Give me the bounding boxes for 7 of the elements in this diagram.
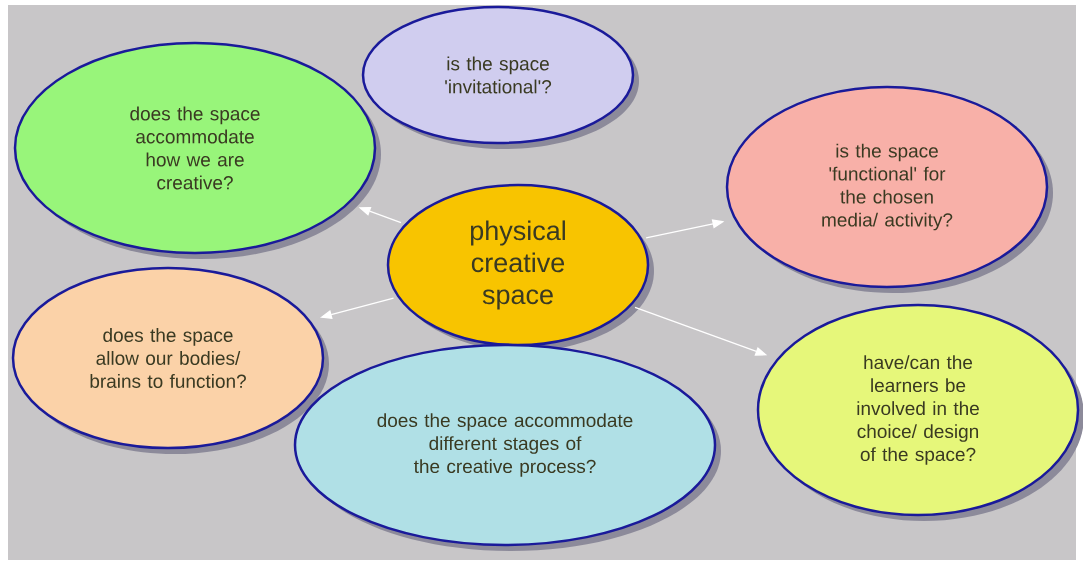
question-bubble: is the space 'functional' for the chosen media/ activity? <box>725 85 1053 293</box>
question-bubble: physical creative space <box>386 183 654 351</box>
question-bubble: is the space 'invitational'? <box>361 5 639 149</box>
question-bubble: does the space allow our bodies/ brains to function? <box>11 266 329 454</box>
question-bubble: does the space accommodate different stages of the creative process? <box>293 343 721 551</box>
question-bubble: does the space accommodate how we are creative? <box>13 41 381 259</box>
question-bubble: have/can the learners be involved in the choice/ design of the space? <box>756 303 1083 521</box>
